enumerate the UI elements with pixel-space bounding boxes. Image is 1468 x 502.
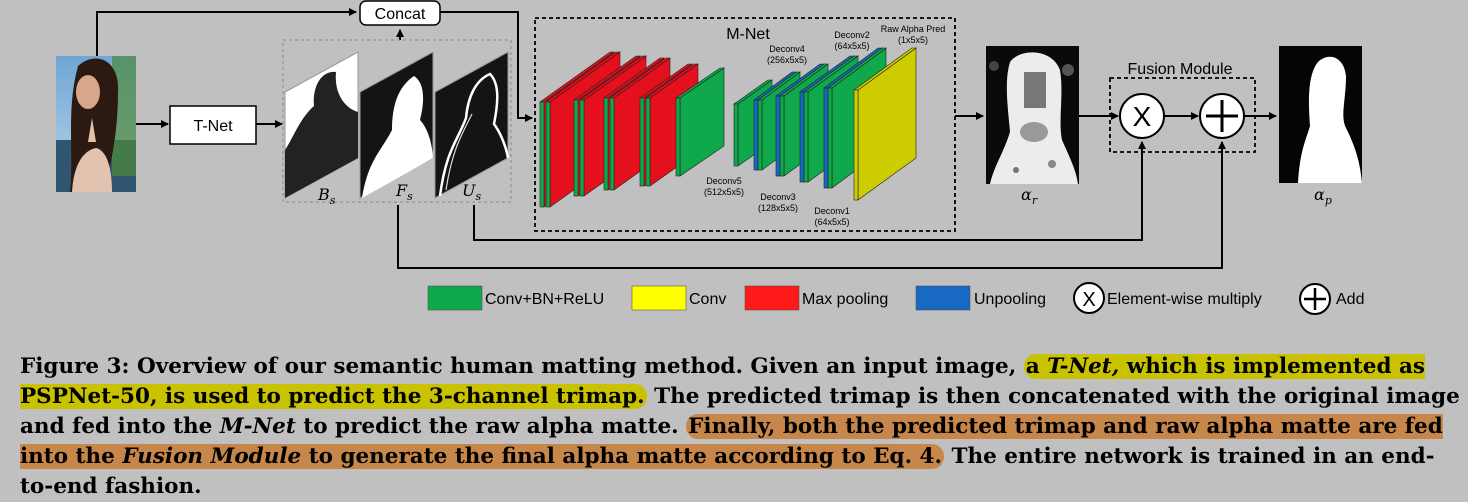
raw-alpha-pred-layer — [853, 47, 917, 201]
unknown-to-multiply-arrow — [473, 141, 1146, 241]
legend-swatch-unpooling — [915, 285, 971, 311]
legend-swatch-max-pooling — [744, 285, 800, 311]
legend-label-add: Add — [1336, 291, 1364, 308]
architecture-diagram: Concat T-Net Bs Fs Us M-Net Deco — [56, 0, 1364, 315]
trimap-label-u: Us — [462, 181, 481, 203]
concat-to-mnet-arrow — [440, 11, 533, 122]
mnet-title: M-Net — [726, 26, 770, 43]
legend-label-max-pooling: Max pooling — [802, 291, 888, 308]
trimap-unknown-plane — [434, 51, 510, 199]
deconv2-label: Deconv2(64x5x5) — [834, 30, 870, 51]
mnet-box — [534, 17, 956, 232]
trimap-group-box — [282, 39, 512, 203]
multiply-node: X — [1119, 93, 1165, 139]
mnet-layers — [539, 47, 917, 208]
svg-text:X: X — [1133, 101, 1152, 132]
encoder-block-5 — [675, 67, 725, 177]
tnet-box: T-Net — [169, 105, 257, 145]
caption-text: Figure 3: Overview of our semantic human… — [20, 354, 1460, 499]
raw-alpha-matte-image — [986, 46, 1079, 184]
deconv5-label: Deconv5(512x5x5) — [704, 176, 744, 197]
legend-label-unpooling: Unpooling — [974, 291, 1046, 308]
tnet-label: T-Net — [193, 118, 233, 135]
fusion-module-title: Fusion Module — [1128, 61, 1233, 78]
legend-multiply-icon: X — [1073, 282, 1105, 314]
legend-label-conv: Conv — [689, 291, 726, 308]
alpha-r-label: αr — [1021, 185, 1038, 207]
deconv3-label: Deconv3(128x5x5) — [758, 192, 798, 213]
legend-label-multiply: Element-wise multiply — [1107, 291, 1262, 308]
deconv4-label: Deconv4(256x5x5) — [767, 44, 807, 65]
legend: Conv+BN+ReLU Conv Max pooling Unpooling … — [427, 282, 1364, 315]
final-alpha-matte-image — [1279, 46, 1362, 183]
alpha-p-label: αp — [1314, 185, 1332, 207]
legend-label-conv-bn-relu: Conv+BN+ReLU — [485, 291, 604, 308]
figure-caption: Figure 3: Overview of our semantic human… — [20, 352, 1460, 502]
legend-swatch-conv-bn-relu — [427, 285, 483, 311]
image-to-concat-arrow — [96, 8, 357, 56]
legend-swatch-conv — [631, 285, 687, 311]
input-image — [56, 56, 136, 192]
svg-text:X: X — [1082, 289, 1095, 311]
trimap-background-plane — [284, 51, 359, 199]
add-node — [1199, 93, 1245, 139]
deconv1-label: Deconv1(64x5x5) — [814, 206, 850, 227]
trimap-label-f: Fs — [395, 181, 413, 203]
trimap-label-b: Bs — [317, 185, 336, 207]
legend-add-icon — [1299, 283, 1331, 315]
trimap-foreground-plane — [359, 51, 434, 199]
foreground-to-add-arrow — [397, 141, 1226, 269]
concat-label: Concat — [375, 6, 426, 23]
concat-box: Concat — [359, 0, 441, 26]
raw-alpha-pred-label: Raw Alpha Pred(1x5x5) — [881, 24, 946, 45]
